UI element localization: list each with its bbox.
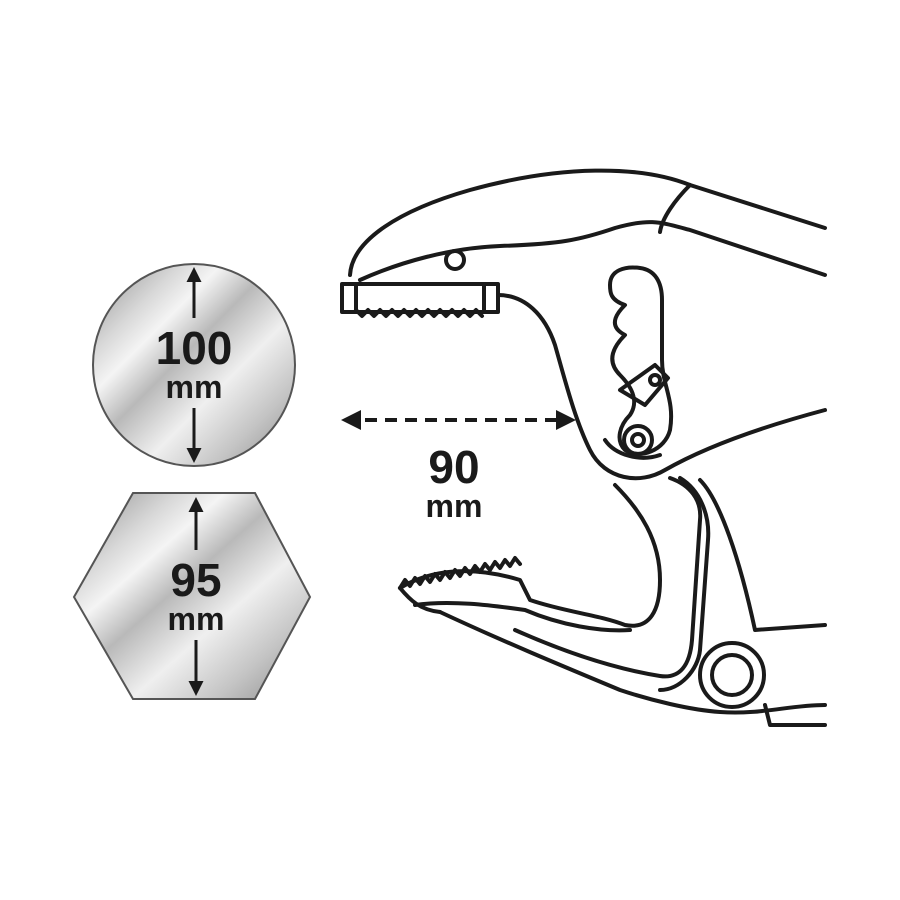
round-capacity-value: 100 <box>155 322 233 374</box>
lower-jaw-teeth <box>398 556 522 590</box>
hex-capacity-badge <box>72 492 312 700</box>
lower-pivot-inner <box>710 653 754 697</box>
adjuster-link-pin <box>648 373 662 387</box>
jaw-opening-unit: mm <box>425 488 483 524</box>
adjuster-cam <box>608 265 674 456</box>
upper-jaw-insert <box>340 282 500 314</box>
lower-handle-body <box>698 478 827 632</box>
hex-stock-shape <box>72 492 312 700</box>
round-capacity-badge <box>92 263 296 467</box>
hex-capacity-unit: mm <box>167 601 225 637</box>
upper-jaw-body-inner <box>603 438 662 460</box>
release-lever <box>763 703 827 727</box>
adjuster-link <box>618 363 670 407</box>
hex-capacity-value: 95 <box>170 554 222 606</box>
lower-handle-inner <box>513 476 703 679</box>
upper-handle-seam <box>658 183 692 234</box>
upper-jaw-body <box>496 293 827 481</box>
upper-handle-inner <box>358 220 827 282</box>
upper-handle <box>348 168 827 277</box>
lower-pivot-outer <box>698 641 766 709</box>
lower-handle-spring <box>658 476 711 692</box>
adjuster-rivet-inner <box>630 432 646 448</box>
round-capacity-unit: mm <box>165 369 223 405</box>
pivot-rivet-small <box>444 249 466 271</box>
lower-jaw-tip <box>398 586 442 614</box>
jaw-opening-value: 90 <box>428 441 480 493</box>
lower-jaw-inner <box>413 600 632 633</box>
round-stock-circle <box>92 263 296 467</box>
adjuster-rivet-outer <box>622 424 654 456</box>
pliers-outline <box>340 168 827 727</box>
upper-jaw-teeth <box>354 308 484 318</box>
